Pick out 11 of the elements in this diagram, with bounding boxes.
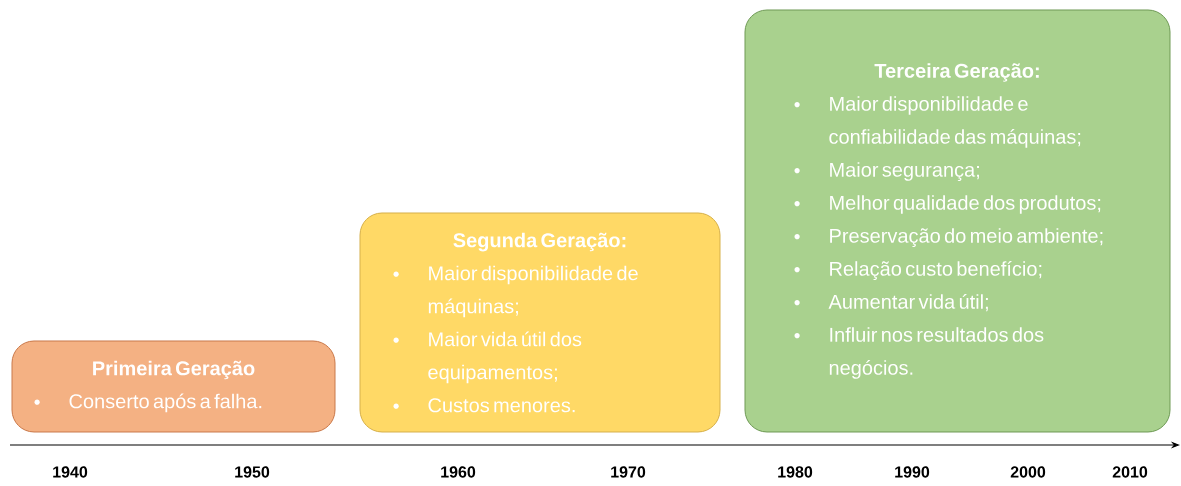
generation-box: Primeira Geração Conserto após a falha. (11, 340, 336, 433)
generation-box: Segunda Geração: Maior disponibilidade de máquinas; Maior vida útil dos equipamentos; Custos menores. (359, 212, 721, 433)
year-label: 1950 (235, 466, 270, 478)
year-label: 1940 (53, 466, 88, 478)
year-label: 2000 (1010, 466, 1046, 478)
year-label: 1960 (441, 466, 476, 478)
year-label: 1970 (611, 466, 646, 478)
year-label: 1980 (778, 466, 813, 478)
year-label: 1990 (895, 466, 930, 478)
year-label: 2010 (1112, 466, 1148, 478)
generation-box: Terceira Geração: Maior disponibilidade e confiabilidade das máquinas; Maior segurança; Melhor qualidade dos produtos; Preservação do meio ambiente; Relação custo benefício; Aumentar vida útil; Influir nos resultados dos negócios. (744, 9, 1171, 433)
